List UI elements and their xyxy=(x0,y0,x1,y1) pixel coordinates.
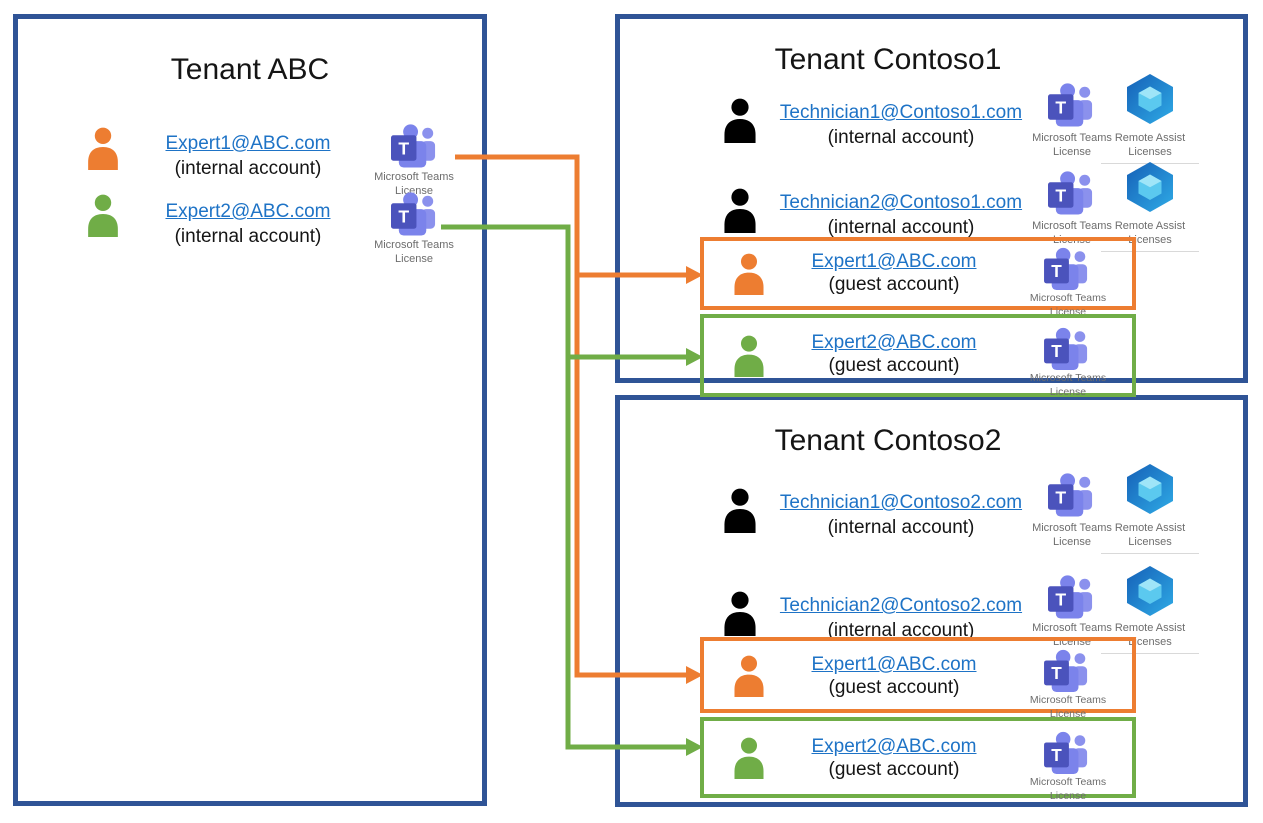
guest-expert2-account-note: (guest account) xyxy=(828,759,960,780)
technician2-account-note: (internal account) xyxy=(827,620,975,641)
remote-assist-license-label: Remote Assist Licenses xyxy=(1101,622,1199,654)
teams-license-icon xyxy=(1048,472,1095,518)
teams-license-icon xyxy=(391,191,438,237)
remote-assist-license-label: Remote Assist Licenses xyxy=(1101,522,1199,554)
technician1-person-icon xyxy=(722,98,758,143)
expert2-internal-text: Expert2@ABC.com (internal account) xyxy=(148,199,348,249)
technician1-person-icon xyxy=(722,488,758,533)
teams-license-icon xyxy=(1048,82,1095,128)
guest-expert1-person-icon xyxy=(732,655,766,697)
technician2-text: Technician2@Contoso1.com (internal accou… xyxy=(770,190,1032,240)
teams-license-icon xyxy=(1044,731,1090,775)
technician2-email-link[interactable]: Technician2@Contoso2.com xyxy=(779,595,1023,616)
teams-license-icon xyxy=(1048,574,1095,620)
technician1-email-link[interactable]: Technician1@Contoso2.com xyxy=(779,492,1023,513)
technician1-text: Technician1@Contoso1.com (internal accou… xyxy=(770,100,1032,150)
tenant-contoso2-title: Tenant Contoso2 xyxy=(774,424,1002,457)
remote-assist-license-icon xyxy=(1121,72,1179,126)
teams-license-label: Microsoft Teams License xyxy=(1029,776,1107,802)
technician2-account-note: (internal account) xyxy=(827,217,975,238)
expert1-internal-text: Expert1@ABC.com (internal account) xyxy=(148,131,348,181)
guest-expert1-account-note: (guest account) xyxy=(828,677,960,698)
tenant-abc-title: Tenant ABC xyxy=(170,53,330,86)
technician1-email-link[interactable]: Technician1@Contoso1.com xyxy=(779,102,1023,123)
expert2-account-note: (internal account) xyxy=(174,226,322,247)
technician2-person-icon xyxy=(722,188,758,233)
guest-expert2-person-icon xyxy=(732,335,766,377)
guest-expert1-text: Expert1@ABC.com (guest account) xyxy=(776,250,1012,296)
teams-license-icon xyxy=(391,123,438,169)
teams-license-label: Microsoft Teams License xyxy=(1029,372,1107,398)
technician1-text: Technician1@Contoso2.com (internal accou… xyxy=(770,490,1032,540)
guest-expert2-box-contoso2: Expert2@ABC.com (guest account) Microsof… xyxy=(700,717,1136,802)
guest-expert2-person-icon xyxy=(732,737,766,779)
technician2-email-link[interactable]: Technician2@Contoso1.com xyxy=(779,192,1023,213)
teams-license-label: Microsoft Teams License xyxy=(374,239,454,265)
guest-expert1-person-icon xyxy=(732,253,766,295)
guest-expert2-text: Expert2@ABC.com (guest account) xyxy=(776,735,1012,781)
guest-expert1-box-contoso1: Expert1@ABC.com (guest account) Microsof… xyxy=(700,237,1136,318)
technician1-account-note: (internal account) xyxy=(827,127,975,148)
guest-expert2-box-contoso1: Expert2@ABC.com (guest account) Microsof… xyxy=(700,314,1136,398)
technician1-account-note: (internal account) xyxy=(827,517,975,538)
expert1-email-link[interactable]: Expert1@ABC.com xyxy=(165,133,331,154)
guest-expert1-text: Expert1@ABC.com (guest account) xyxy=(776,653,1012,699)
teams-license-icon xyxy=(1044,247,1090,291)
remote-assist-license-icon xyxy=(1121,462,1179,516)
guest-expert1-email-link[interactable]: Expert1@ABC.com xyxy=(811,251,977,272)
teams-license-icon xyxy=(1044,649,1090,693)
teams-license-label: Microsoft Teams License xyxy=(1029,694,1107,720)
teams-license-icon xyxy=(1048,170,1095,216)
teams-license-label: Microsoft Teams License xyxy=(1032,132,1112,158)
tenant-contoso1-title: Tenant Contoso1 xyxy=(774,43,1002,76)
teams-license-icon xyxy=(1044,327,1090,371)
teams-license-label: Microsoft Teams License xyxy=(1032,220,1112,246)
expert2-email-link[interactable]: Expert2@ABC.com xyxy=(165,201,331,222)
guest-expert2-email-link[interactable]: Expert2@ABC.com xyxy=(811,332,977,353)
remote-assist-license-icon xyxy=(1121,160,1179,214)
expert1-person-icon xyxy=(86,127,120,170)
teams-license-label: Microsoft Teams License xyxy=(374,171,454,197)
guest-expert2-account-note: (guest account) xyxy=(828,355,960,376)
expert2-person-icon xyxy=(86,194,120,237)
remote-assist-license-label: Remote Assist Licenses xyxy=(1101,220,1199,252)
technician2-person-icon xyxy=(722,591,758,636)
expert1-account-note: (internal account) xyxy=(174,158,322,179)
guest-expert2-email-link[interactable]: Expert2@ABC.com xyxy=(811,736,977,757)
guest-expert2-text: Expert2@ABC.com (guest account) xyxy=(776,331,1012,377)
guest-expert1-email-link[interactable]: Expert1@ABC.com xyxy=(811,654,977,675)
technician2-text: Technician2@Contoso2.com (internal accou… xyxy=(770,593,1032,643)
teams-license-label: Microsoft Teams License xyxy=(1032,522,1112,548)
guest-expert1-account-note: (guest account) xyxy=(828,274,960,295)
guest-expert1-box-contoso2: Expert1@ABC.com (guest account) Microsof… xyxy=(700,637,1136,720)
remote-assist-license-icon xyxy=(1121,564,1179,618)
